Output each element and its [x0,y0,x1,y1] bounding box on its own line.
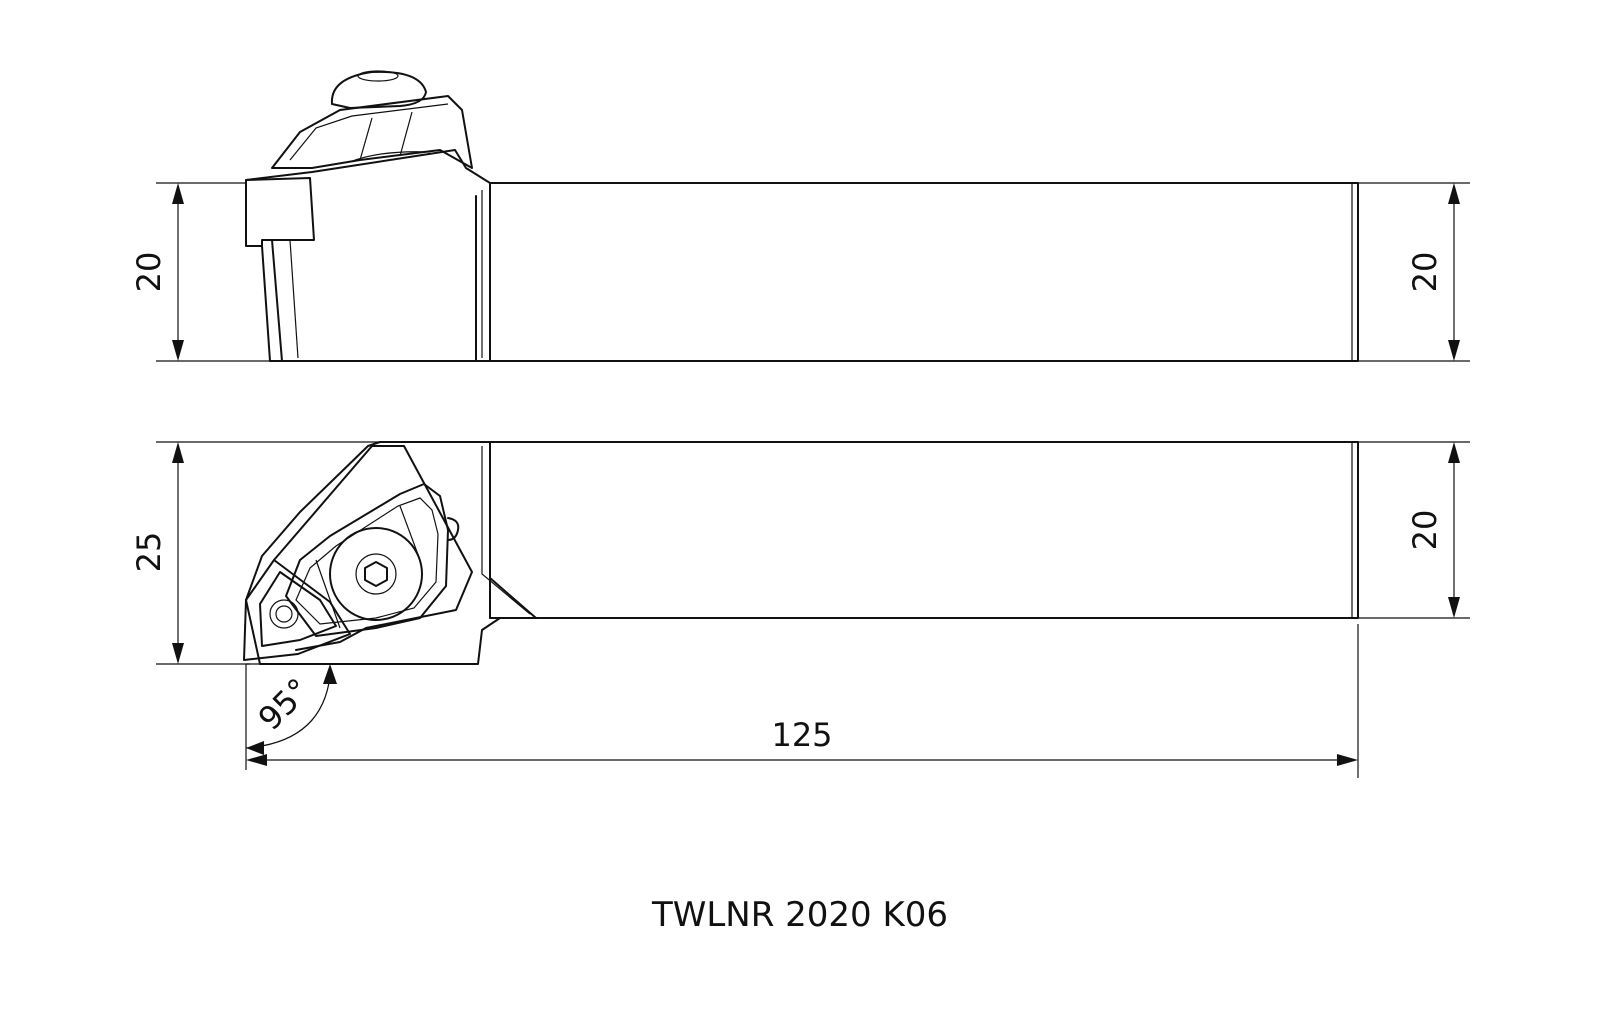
side-insert [245,177,315,247]
dim-top-left: 25 [130,532,168,573]
part-designation: TWLNR 2020 K06 [651,895,949,935]
dim-top-right: 20 [1406,510,1444,551]
top-screw [329,527,423,621]
top-head [245,441,537,665]
length-dimension: 125 [246,624,1359,778]
angle-dimension: 95° [245,663,337,770]
dim-side-left: 20 [130,252,168,293]
dim-side-right: 20 [1406,252,1444,293]
top-view: 25 20 95° 125 [130,441,1470,778]
side-shank [489,182,1359,362]
top-clamp [285,483,449,637]
side-screw-head [330,70,427,109]
dim-angle: 95° [251,671,318,738]
top-shank [489,441,1359,619]
side-view: 20 20 [130,70,1470,362]
top-insert [243,559,351,661]
side-clamp [271,95,473,169]
dim-length: 125 [771,716,832,754]
side-head [245,149,491,362]
